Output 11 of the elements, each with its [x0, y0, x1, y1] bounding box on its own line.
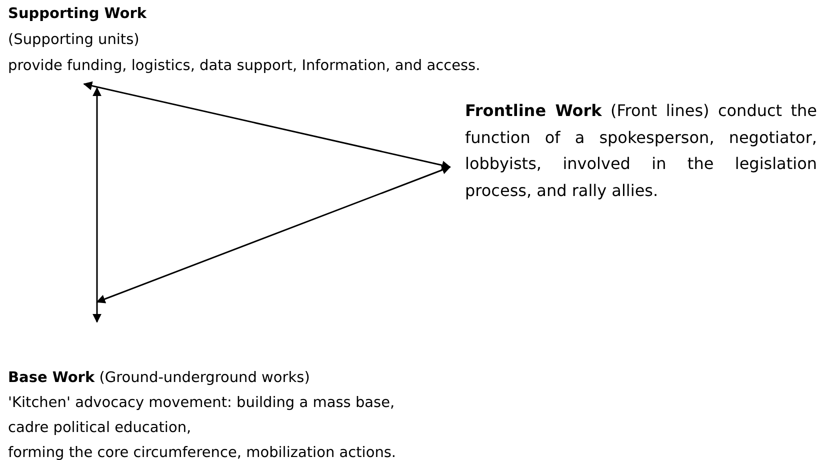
- double-arrow: [92, 87, 102, 323]
- node-text: provide funding, logistics, data support, Information, and access.: [8, 57, 480, 76]
- node-text: Base Work (Ground-underground works): [8, 369, 310, 388]
- double-arrow: [96, 166, 451, 304]
- double-arrow: [83, 81, 451, 170]
- node-text: 'Kitchen' advocacy movement: building a mass base,: [8, 394, 395, 413]
- node-text: (Supporting units): [8, 31, 140, 50]
- heading: Supporting Work: [8, 5, 147, 24]
- node-text: cadre political education,: [8, 419, 192, 438]
- node-text: Frontline Work (Front lines) conduct the function of a spokesperson, negotiator, lobbyists, involved in the legislation process, and rally allies.: [465, 100, 817, 202]
- node-text: forming the core circumference, mobilization actions.: [8, 444, 396, 460]
